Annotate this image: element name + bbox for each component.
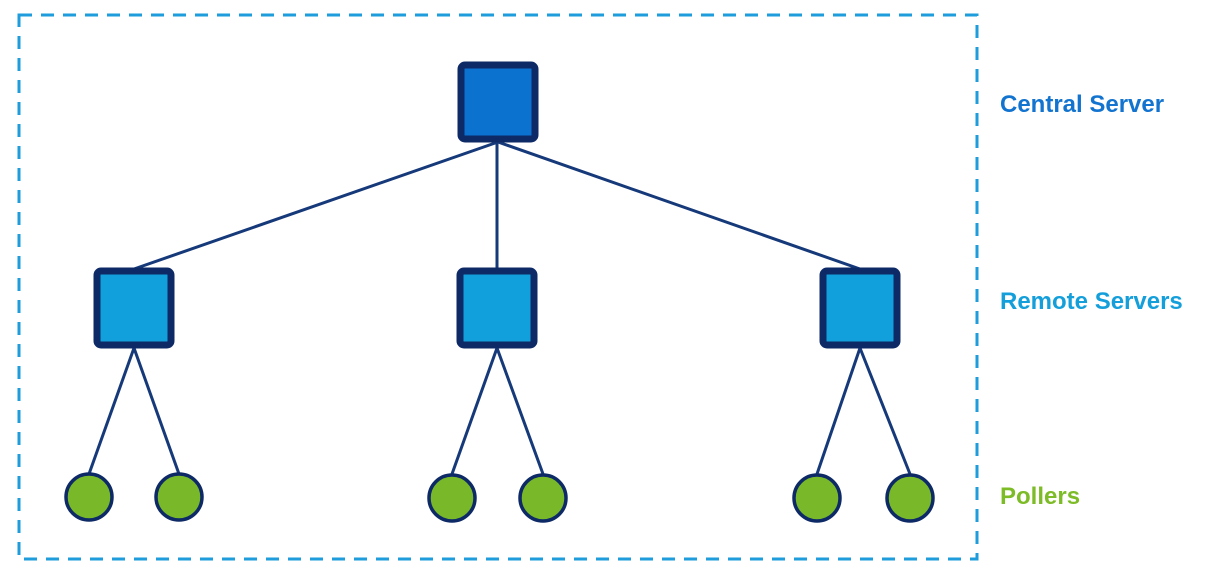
poller-node-6: [885, 473, 935, 523]
connector-central-to-remote-3: [497, 140, 861, 271]
connector-remote-2-to-poller-4: [495, 347, 545, 475]
poller-node-3: [427, 473, 477, 523]
poller-node-5: [792, 473, 842, 523]
poller-node-1: [64, 472, 114, 522]
remote-servers-label: Remote Servers: [1000, 288, 1183, 315]
connector-central-to-remote-1: [133, 140, 499, 271]
pollers-label: Pollers: [1000, 483, 1081, 510]
poller-node-2: [154, 472, 204, 522]
connector-remote-3-to-poller-6: [858, 347, 912, 475]
dashed-boundary-box: [17, 13, 979, 561]
remote-server-node-3: [819, 267, 901, 349]
connector-lines: [87, 140, 912, 475]
central-server-label: Central Server: [1000, 91, 1165, 118]
central-server-node: [457, 61, 539, 143]
remote-server-node-1: [93, 267, 175, 349]
connector-remote-2-to-poller-3: [450, 347, 499, 475]
connector-remote-1-to-poller-2: [132, 347, 181, 475]
connector-remote-3-to-poller-5: [815, 347, 862, 475]
connector-remote-1-to-poller-1: [87, 347, 136, 475]
remote-server-node-2: [456, 267, 538, 349]
poller-node-4: [518, 473, 568, 523]
